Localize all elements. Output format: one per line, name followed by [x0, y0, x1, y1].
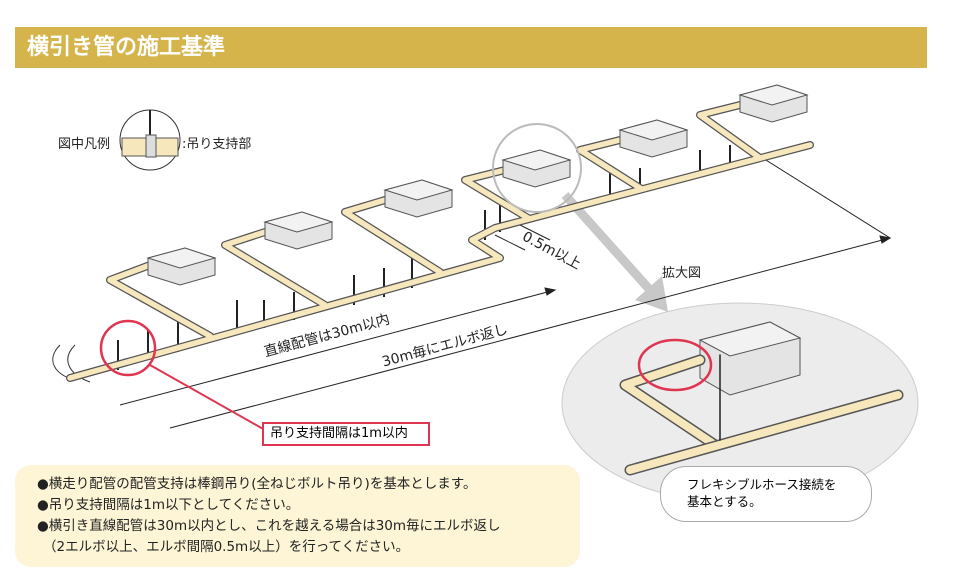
note-item: ●横引き直線配管は30m以内とし、これを越える場合は30m毎にエルボ返し — [37, 518, 501, 534]
legend-symbol — [119, 109, 181, 171]
bubble-line: 基本とする。 — [687, 494, 762, 509]
zoom-label: 拡大図 — [662, 266, 702, 281]
indoor-unit-enlarged — [698, 321, 802, 396]
indoor-unit — [146, 247, 217, 286]
bubble-line: フレキシブルホース接続を — [687, 477, 837, 492]
legend-label: 図中凡例 — [58, 137, 111, 152]
legend-item: :吊り支持部 — [182, 137, 252, 152]
flex-hose-highlight-circle — [637, 338, 713, 392]
dimension-lines — [119, 149, 892, 429]
notes-box: ●横走り配管の配管支持は棒鋼吊り(全ねじボルト吊り)を基本とします。 ●吊り支持… — [15, 465, 580, 567]
enlarged-pipe — [619, 354, 904, 476]
flex-hose-bubble: フレキシブルホース接続を 基本とする。 — [660, 466, 872, 522]
note-item: ●吊り支持間隔は1m以下としてください。 — [37, 497, 300, 513]
indoor-unit — [263, 211, 334, 250]
pipes — [66, 101, 814, 382]
indoor-unit — [618, 119, 689, 158]
support-highlight-circle — [99, 319, 157, 377]
indoor-units — [146, 84, 809, 396]
zoom-source-circle — [492, 123, 582, 213]
page-title: 横引き管の施工基準 — [15, 27, 927, 68]
note-item: ●横走り配管の配管支持は棒鋼吊り(全ねじボルト吊り)を基本とします。 — [37, 476, 477, 492]
indoor-unit — [738, 84, 809, 123]
note-item: （2エルボ以上、エルボ間隔0.5m以上）を行ってください。 — [43, 539, 410, 555]
support-interval-callout: 吊り支持間隔は1m以内 — [262, 422, 430, 446]
indoor-unit — [501, 149, 572, 188]
indoor-unit — [383, 179, 454, 218]
